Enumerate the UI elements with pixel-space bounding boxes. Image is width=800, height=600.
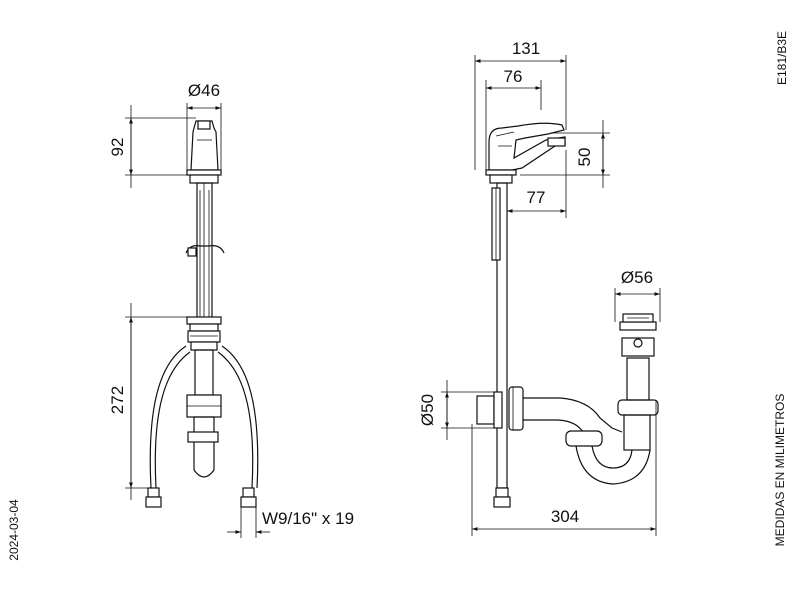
dim-thread: W9/16" x 19: [262, 509, 354, 528]
mounting-shaft: [196, 182, 213, 319]
dim-total-reach: 131: [512, 39, 540, 58]
dim-hose-length: 272: [108, 386, 127, 414]
lock-nut: [186, 316, 222, 325]
dim-lever-reach: 77: [527, 188, 546, 207]
drain-nut-side: [617, 399, 659, 416]
dim-spout-height: 50: [575, 148, 594, 167]
hose-left: [154, 351, 191, 489]
dim-spout-reach: 76: [504, 67, 523, 86]
dim-wall-flange: Ø50: [418, 394, 437, 426]
front-dimensions: Ø46 92 272 W9/16" x 19: [108, 81, 354, 538]
drawing-date: 2024-03-04: [7, 499, 21, 561]
dim-front-height: 92: [108, 138, 127, 157]
dim-drain-diameter: Ø56: [621, 268, 653, 287]
dim-front-diameter: Ø46: [188, 81, 220, 100]
front-view: [145, 120, 259, 508]
trap-nut: [565, 430, 603, 447]
dim-trap-length: 304: [551, 507, 579, 526]
wall-flange: [476, 395, 495, 425]
side-view: [476, 122, 659, 508]
drawing-code: E181/B3E: [775, 31, 789, 85]
faucet-body-side: [488, 122, 566, 171]
hose-fitting-right: [242, 487, 255, 498]
side-dimensions: 131 76 50 77 Ø56 Ø50 304: [418, 39, 661, 536]
hose-fitting-left: [147, 487, 160, 498]
drain-flange: [619, 321, 657, 331]
hose-right: [217, 351, 254, 489]
units-note: MEDIDAS EN MILIMETROS: [773, 394, 787, 547]
